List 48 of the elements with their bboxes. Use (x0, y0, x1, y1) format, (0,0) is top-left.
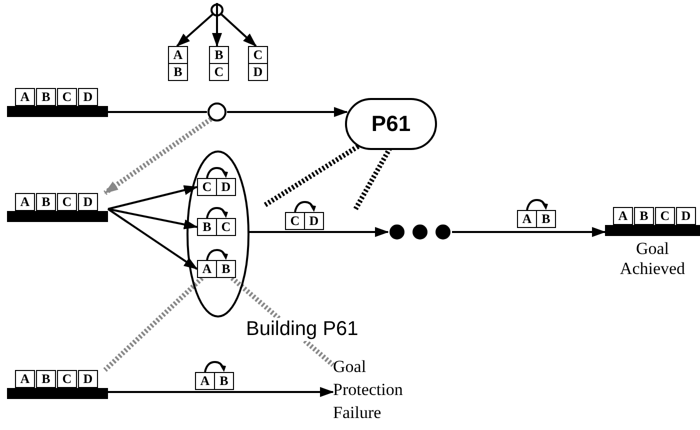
letter-block: B (216, 260, 236, 278)
letter-block: C (216, 218, 236, 236)
letter-block: D (216, 178, 236, 196)
arrow (108, 387, 334, 397)
letter-block: B (36, 88, 56, 106)
letter-block: D (248, 63, 268, 81)
letter-block: D (676, 207, 696, 225)
outcome-label: Goal Protection Failure (333, 356, 404, 424)
letter-block: A (15, 193, 35, 211)
letter-block: D (304, 212, 324, 230)
letter-block: A (613, 207, 633, 225)
arrow (108, 208, 198, 230)
letter-block: B (536, 210, 556, 228)
arrow (176, 13, 214, 47)
letter-block: C (209, 63, 229, 81)
letter-block: A (15, 370, 35, 388)
letter-block: A (517, 210, 537, 228)
letter-block: B (197, 218, 217, 236)
letter-block: C (57, 88, 77, 106)
letter-block: D (78, 193, 98, 211)
letter-block: C (57, 193, 77, 211)
letter-block: D (78, 370, 98, 388)
letter-block: D (78, 88, 98, 106)
letter-block: B (209, 46, 229, 64)
letter-block: B (168, 63, 188, 81)
letter-block: A (197, 260, 217, 278)
group-heading: Building P61 (246, 318, 358, 341)
arrow (108, 185, 198, 210)
arrow (248, 227, 389, 237)
letter-block: B (36, 370, 56, 388)
letter-block: B (634, 207, 654, 225)
letter-block: C (248, 46, 268, 64)
arrow (220, 13, 257, 47)
letter-block: C (197, 178, 217, 196)
letter-block: B (214, 372, 234, 390)
outcome-label: Goal Achieved (618, 239, 686, 279)
letter-block: A (168, 46, 188, 64)
letter-block: C (57, 370, 77, 388)
arrow (227, 107, 348, 117)
letter-block: A (15, 88, 35, 106)
letter-block: B (36, 193, 56, 211)
dotted-arrow (104, 116, 212, 196)
arrow (452, 227, 606, 237)
letter-block: A (195, 372, 215, 390)
letter-block: C (655, 207, 675, 225)
letter-block: C (285, 212, 305, 230)
arrow (212, 17, 222, 47)
arrow (107, 208, 198, 270)
